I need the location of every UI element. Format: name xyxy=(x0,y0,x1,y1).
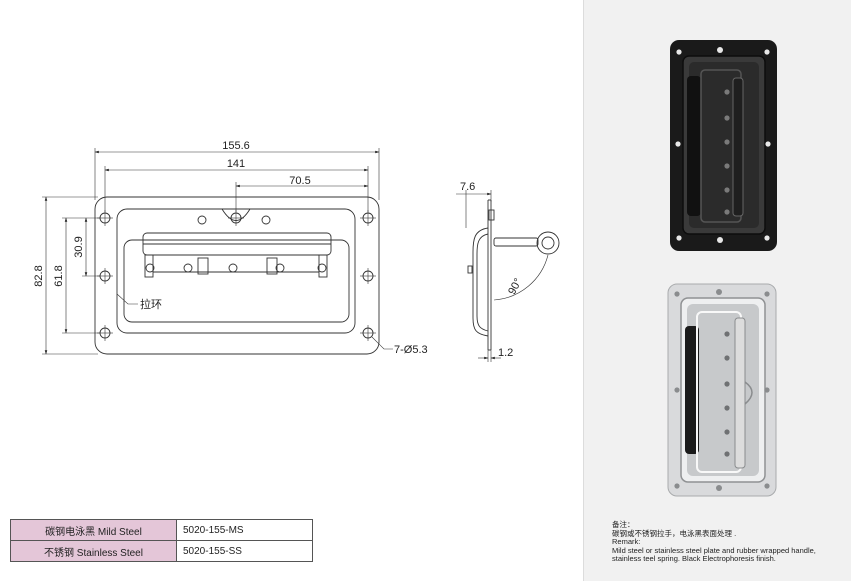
stainless-handle-photo xyxy=(667,283,777,497)
dim-inner-height: 61.8 xyxy=(53,265,65,286)
outer-plate xyxy=(94,196,380,355)
mounting-holes xyxy=(97,210,376,341)
dim-holes: 7-Ø5.3 xyxy=(394,344,428,356)
remark-cn-text: 碳钢或不锈钢拉手，电泳黑表面处理 . xyxy=(612,528,737,538)
remark-en-line1: Mild steel or stainless steel plate and … xyxy=(612,545,816,555)
technical-drawing: 155.6 141 70.5 82.8 61.8 30.9 7-Ø5.3 拉环 … xyxy=(33,140,560,362)
dim-depth: 7.6 xyxy=(460,181,475,193)
side-pan xyxy=(472,227,489,337)
remark-en-title: Remark: xyxy=(612,537,641,547)
handle-arm-right xyxy=(318,254,328,278)
table-row: 不锈钢 Stainless Steel 5020-155-SS xyxy=(10,540,313,562)
material-cell: 碳钢电泳黑 Mild Steel xyxy=(10,519,177,541)
handle-arm-left xyxy=(144,254,154,278)
dim-hole-pitch: 141 xyxy=(227,158,245,170)
spring-hinge xyxy=(197,257,209,275)
code-cell: 5020-155-MS xyxy=(176,519,313,541)
front-view xyxy=(94,196,380,355)
side-handle xyxy=(493,237,539,247)
dim-half-height: 30.9 xyxy=(73,236,85,257)
remark-block: 备注： 碳钢或不锈钢拉手，电泳黑表面处理 . Remark: Mild stee… xyxy=(612,520,844,564)
dimension-lines xyxy=(42,148,393,355)
material-cell: 不锈钢 Stainless Steel xyxy=(10,540,177,562)
handle-label: 拉环 xyxy=(140,297,162,311)
recess-pan xyxy=(123,239,350,323)
side-view xyxy=(467,199,560,351)
angle-arc xyxy=(493,254,549,301)
code-cell: 5020-155-SS xyxy=(176,540,313,562)
photo-panel xyxy=(583,0,851,581)
table-row: 碳钢电泳黑 Mild Steel 5020-155-MS xyxy=(10,519,313,541)
material-table: 碳钢电泳黑 Mild Steel 5020-155-MS 不锈钢 Stainle… xyxy=(10,519,313,562)
dim-half-pitch: 70.5 xyxy=(289,175,310,187)
dim-overall-width: 155.6 xyxy=(222,140,250,152)
dim-overall-height: 82.8 xyxy=(33,265,45,286)
remark-cn-title: 备注： xyxy=(612,520,635,529)
product-photos xyxy=(667,40,777,497)
dim-angle: 90° xyxy=(506,276,524,296)
remark-en-line2: stainless teel spring. Black Electrophor… xyxy=(612,554,776,564)
drawing-svg: 155.6 141 70.5 82.8 61.8 30.9 7-Ø5.3 拉环 … xyxy=(33,140,560,362)
black-handle-photo xyxy=(670,40,777,251)
dim-plate: 1.2 xyxy=(498,347,513,359)
